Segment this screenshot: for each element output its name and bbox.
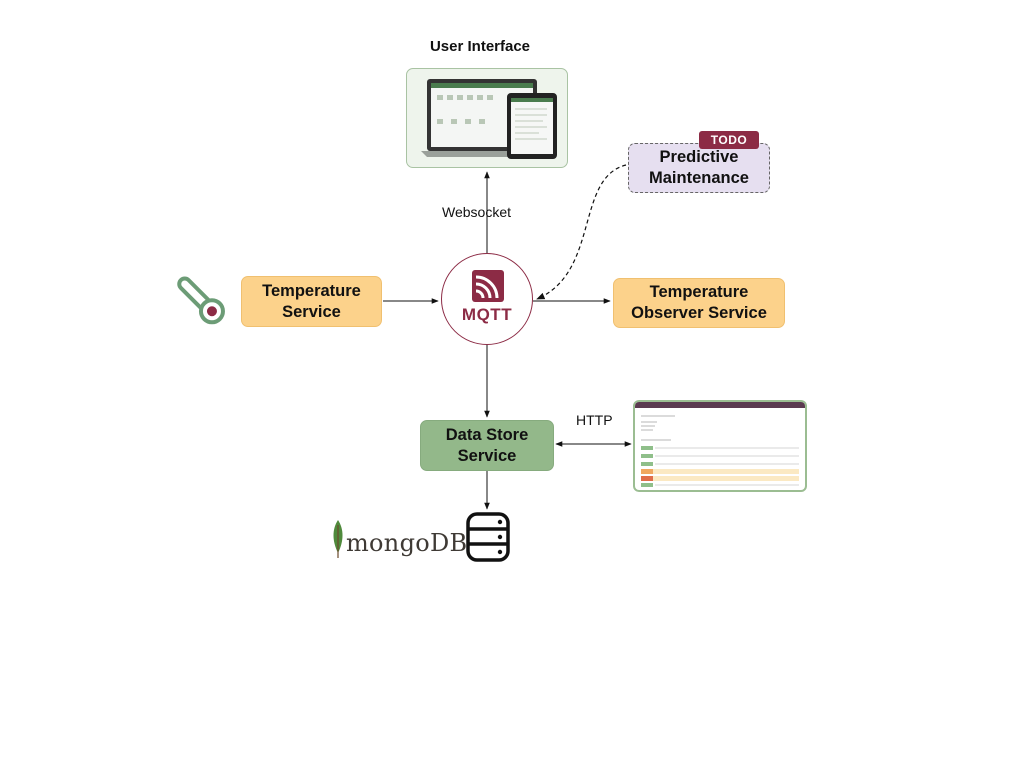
mongodb-leaf-icon <box>333 520 343 558</box>
websocket-label: Websocket <box>442 204 511 220</box>
predictive-line-1: Predictive <box>659 148 739 166</box>
web-page-content-illustration <box>641 415 799 487</box>
mqtt-icon <box>472 270 504 302</box>
mqtt-broker-node: MQTT <box>441 253 533 345</box>
user-interface-screenshot <box>406 68 568 168</box>
database-icon <box>466 512 510 562</box>
predictive-line-2: Maintenance <box>649 169 749 187</box>
temperature-service-node: Temperature Service <box>241 276 382 327</box>
thermometer-icon <box>177 276 225 325</box>
temperature-service-line-1: Temperature <box>262 281 361 300</box>
laptop-tablet-illustration <box>421 79 557 159</box>
observer-service-line-1: Temperature <box>649 283 749 301</box>
api-web-page-screenshot <box>633 400 807 492</box>
data-store-line-1: Data Store <box>445 425 529 444</box>
http-label: HTTP <box>576 412 613 428</box>
observer-service-line-2: Observer Service <box>631 304 767 322</box>
predictive-dashed-arrow <box>536 164 627 300</box>
predictive-maintenance-node: Predictive Maintenance <box>628 143 770 193</box>
web-page-header-bar <box>635 402 805 408</box>
data-store-service-node: Data Store Service <box>420 420 554 471</box>
temperature-service-line-2: Service <box>282 302 341 321</box>
user-interface-title: User Interface <box>429 38 531 55</box>
mqtt-label: MQTT <box>461 305 513 324</box>
mongodb-logo-text: mongoDB <box>346 529 468 557</box>
temperature-observer-service-node: Temperature Observer Service <box>613 278 785 328</box>
todo-badge: TODO <box>699 131 759 149</box>
data-store-line-2: Service <box>457 446 517 465</box>
